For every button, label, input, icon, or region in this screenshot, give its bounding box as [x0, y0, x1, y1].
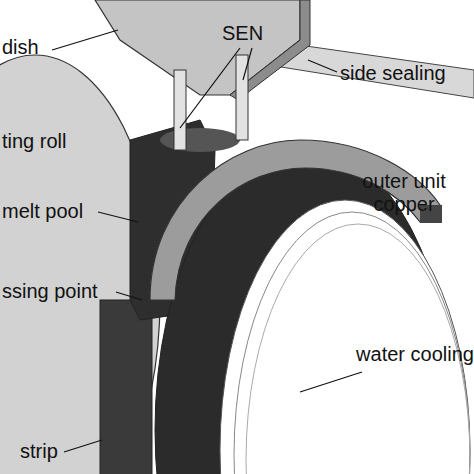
outer-copper-ring — [150, 140, 440, 300]
part-label: outer unit copper — [345, 170, 463, 216]
leader-line — [308, 60, 337, 72]
leader-line — [180, 48, 240, 128]
part-label: melt pool — [2, 200, 102, 223]
part-label: water cooling — [356, 343, 474, 366]
pool-surface — [160, 128, 240, 152]
roll-bore — [220, 200, 470, 474]
tundish — [95, 0, 300, 95]
part-label: strip — [20, 440, 80, 463]
part-label: ssing point — [2, 280, 120, 303]
leader-line — [98, 212, 138, 222]
part-label: SEN — [222, 22, 282, 45]
leader-line — [64, 440, 102, 452]
part-label: dish — [2, 36, 62, 59]
part-label: ting roll — [2, 130, 112, 153]
leader-line — [52, 30, 118, 50]
leader-line — [300, 372, 362, 392]
sen-rod — [174, 70, 186, 150]
leader-line — [116, 292, 142, 300]
strip-band — [100, 300, 152, 474]
part-label: side sealing — [340, 62, 474, 85]
leader-line — [243, 48, 252, 80]
